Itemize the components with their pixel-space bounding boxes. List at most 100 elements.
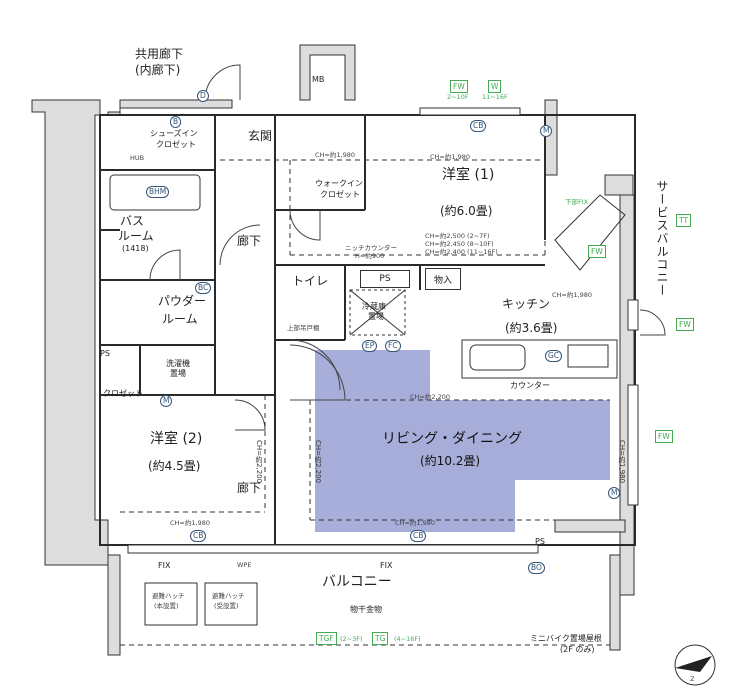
fridge-label: 冷蔵庫 [362, 302, 386, 311]
ch-note-w1c: CH=約2,450 (8~10F) [425, 240, 494, 248]
walkin-label: ウォークイン [315, 179, 363, 188]
western1-label: 洋室 (1) [442, 167, 495, 183]
ch-note-w2: CH=約1,980 [170, 519, 210, 527]
fc-tag: FC [385, 340, 401, 352]
ch-note-w1b: CH=約2,500 (2~7F) [425, 232, 490, 240]
storage-box: 物入 [425, 268, 461, 290]
dashed-lines [120, 159, 610, 646]
z-label: Z [690, 675, 695, 683]
ch-note-ldk-b: CH=約1,980 [395, 519, 435, 527]
hatch2-label: 避難ハッチ [212, 592, 245, 600]
fw-floor-note: 2~10F [447, 93, 469, 101]
shoes-closet-label-2: クロゼット [156, 140, 196, 149]
laundry-label: 洗濯機 [166, 359, 190, 368]
fridge-label-2: 置場 [368, 312, 384, 321]
bc-tag: BC [195, 282, 212, 294]
w-floor-note: 11~16F [482, 93, 508, 101]
m-tag-w2: M [160, 395, 173, 407]
closet-label: クロゼット [103, 389, 143, 398]
ldk-size: (約10.2畳) [420, 454, 481, 468]
tgf-tag: TGF [316, 632, 337, 645]
laundry-label-2: 置場 [170, 369, 186, 378]
fix-label-left: FIX [158, 561, 171, 570]
walkin-label-2: クロゼット [320, 190, 360, 199]
m-tag-ldk: M [608, 487, 621, 499]
niche-label-2: H=約900 [355, 252, 385, 260]
ch-note-wic: CH=約1,980 [315, 151, 355, 159]
fw-tag-service: FW [588, 245, 606, 258]
door-swings [149, 64, 666, 431]
hallway1-label: 廊下 [237, 234, 262, 248]
bhm-tag: BHM [146, 186, 170, 198]
m-tag-w1: M [540, 125, 553, 137]
entrance-label: 玄関 [248, 129, 273, 143]
fix-label-right: FIX [380, 561, 393, 570]
gc-tag: GC [545, 350, 563, 362]
tg-floor-note: (4~16F) [394, 635, 421, 643]
minibike-label-2: (2F のみ) [560, 645, 595, 654]
ps-tag-bottom: PS [535, 537, 545, 546]
north-arrow-icon [674, 644, 716, 686]
ch-note-right-vertical: CH=約1,980 [618, 440, 626, 484]
western2-label: 洋室 (2) [150, 431, 203, 447]
service-balcony-label: サービスバルコニー [655, 180, 669, 297]
cb-tag-top: CB [470, 120, 487, 132]
ch-note-ldk: CH=約2,200 [410, 393, 450, 401]
counter-label: カウンター [510, 381, 550, 390]
ch-note-kitchen: CH=約1,980 [552, 291, 592, 299]
kitchen-counter [461, 339, 618, 379]
ps-tag-left: PS [100, 349, 110, 358]
b-tag: B [170, 116, 182, 128]
minibike-label: ミニバイク置場屋根 [530, 634, 602, 643]
fw-tag-right: FW [676, 318, 694, 331]
hub-label: HUB [130, 154, 145, 162]
bath-label-2: ルーム [118, 229, 154, 243]
monohoshi-label: 物干金物 [350, 605, 382, 614]
hallway2-label: 廊下 [237, 481, 262, 495]
western1-size: (約6.0畳) [440, 204, 493, 218]
balcony-label: バルコニー [322, 574, 392, 590]
kitchen-size: (約3.6畳) [505, 321, 558, 335]
kitchen-label: キッチン [502, 297, 551, 311]
ch-note-w2-vertical: CH=約2,200 [255, 440, 263, 484]
corridor-sub-label: (内廊下) [135, 63, 181, 77]
fix-small-note: 下部FIX [565, 198, 589, 206]
toilet-label: トイレ [292, 274, 329, 288]
niche-label: ニッチカウンター [345, 244, 397, 252]
cb-tag-w2: CB [190, 530, 207, 542]
ldk-label: リビング・ダイニング [382, 431, 522, 447]
powder-label: パウダー [158, 294, 207, 308]
hatch1-label: 避難ハッチ [152, 592, 185, 600]
w-tag-top: W [488, 80, 502, 93]
corridor-label: 共用廊下 [135, 47, 184, 61]
ldk-highlight [315, 350, 610, 532]
outer-walls [31, 44, 635, 656]
bo-tag: BO [528, 562, 545, 574]
tg-tag: TG [372, 632, 389, 645]
ch-note-ldk-vertical: CH=約2,200 [314, 440, 322, 484]
fw-tag-top: FW [450, 80, 468, 93]
wpe-label: WPE [237, 561, 252, 569]
mb-label: MB [312, 75, 325, 84]
service-balcony-shape [554, 194, 626, 271]
ep-tag: EP [362, 340, 378, 352]
hatch2-label-2: (受設置) [214, 602, 239, 610]
upper-storage-label: 上部吊戸棚 [287, 324, 320, 332]
tgf-floor-note: (2~3F) [340, 635, 363, 643]
shoes-closet-label: シューズイン [150, 129, 198, 138]
bath-label: バス [120, 214, 145, 228]
hatch1-label-2: (本設置) [154, 602, 179, 610]
fw-tag-right-lower: FW [655, 430, 673, 443]
western2-size: (約4.5畳) [148, 459, 201, 473]
ch-note-w1d: CH=約2,400 (11~16F) [425, 248, 498, 256]
cb-tag-ldk: CB [410, 530, 427, 542]
d-tag: D [197, 90, 209, 102]
ps-box: PS [360, 270, 410, 288]
bath-label-3: (1418) [122, 244, 149, 253]
powder-label-2: ルーム [162, 312, 198, 326]
fridge-box [349, 289, 406, 336]
ch-note-w1: CH=約1,980 [430, 153, 470, 161]
tt-tag: TT [676, 214, 692, 227]
hatches [144, 582, 258, 626]
